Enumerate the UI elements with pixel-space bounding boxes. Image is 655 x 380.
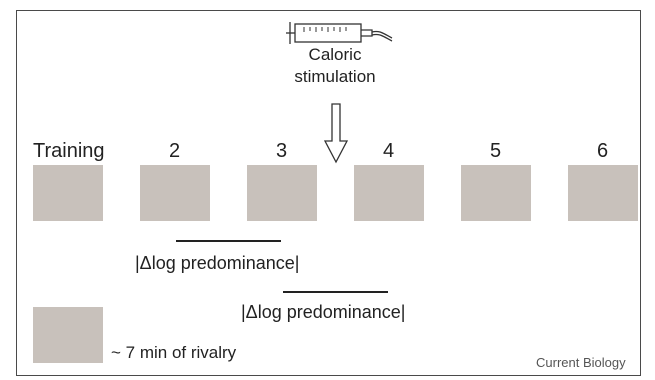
figure-frame	[16, 10, 641, 376]
predominance-label-2: |Δlog predominance|	[241, 302, 406, 322]
predominance-label-1: |Δlog predominance|	[135, 253, 300, 273]
session-label-5: 5	[490, 140, 502, 162]
session-label-3: 3	[276, 140, 288, 162]
legend-block	[33, 307, 103, 363]
legend-text: ~ 7 min of rivalry	[111, 343, 237, 362]
session-label-2: 2	[169, 140, 181, 162]
session-block-3	[247, 165, 317, 221]
syringe-icon	[286, 22, 393, 44]
comparison-bar-3-4	[283, 291, 388, 293]
comparison-bar-2-3	[176, 240, 281, 242]
stimulus-line1: Caloric	[308, 45, 362, 64]
session-block-6	[568, 165, 638, 221]
stimulus-line2: stimulation	[294, 67, 376, 86]
stimulus-label: Caloric stimulation	[280, 44, 390, 88]
session-block-2	[140, 165, 210, 221]
journal-credit: Current Biology	[536, 355, 626, 370]
session-label-training: Training	[33, 140, 105, 162]
session-label-6: 6	[597, 140, 609, 162]
session-label-4: 4	[383, 140, 395, 162]
session-block-training	[33, 165, 103, 221]
down-arrow-icon	[323, 103, 349, 164]
session-block-4	[354, 165, 424, 221]
session-block-5	[461, 165, 531, 221]
